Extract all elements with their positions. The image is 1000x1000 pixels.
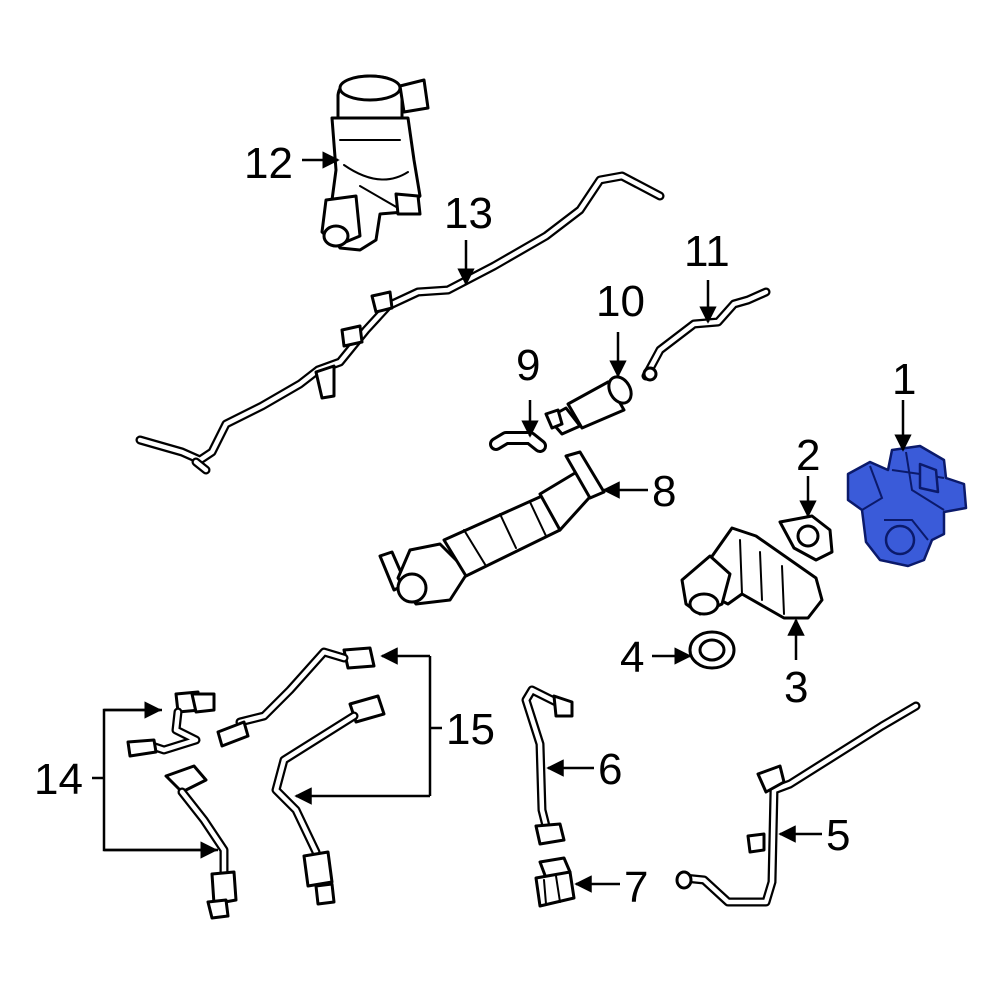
- part-13-air-tube[interactable]: [135, 171, 665, 475]
- callout-10: 10: [596, 277, 645, 326]
- callout-14: 14: [34, 755, 83, 804]
- callout-6: 6: [598, 745, 622, 794]
- callout-13: 13: [444, 189, 493, 238]
- part-5-temp-sensor[interactable]: [675, 701, 921, 907]
- callout-labels: 1 2 3 4 5 6 7 8 9 10 11 12 13 14 15: [34, 139, 916, 912]
- part-6-sensor-tube[interactable]: [521, 685, 574, 846]
- part-10-check-valve[interactable]: [544, 373, 636, 436]
- callout-5: 5: [826, 811, 850, 860]
- callout-3: 3: [784, 663, 808, 712]
- part-14-oxygen-sensors[interactable]: [126, 690, 238, 920]
- part-3-egr-tube[interactable]: [680, 526, 824, 620]
- part-12-air-pump[interactable]: [320, 74, 430, 252]
- part-9-hose[interactable]: [489, 431, 547, 453]
- callout-9: 9: [516, 341, 540, 390]
- callout-leaders: [92, 151, 912, 893]
- callout-1: 1: [892, 355, 916, 404]
- part-1-egr-valve[interactable]: [846, 444, 968, 568]
- part-7-fitting[interactable]: [534, 856, 576, 908]
- callout-4: 4: [620, 633, 644, 682]
- part-2-gasket[interactable]: [778, 514, 834, 562]
- callout-15: 15: [446, 705, 495, 754]
- callout-11: 11: [684, 227, 730, 276]
- part-11-tube[interactable]: [641, 287, 771, 382]
- part-4-o-ring[interactable]: [688, 630, 736, 670]
- callout-2: 2: [796, 431, 820, 480]
- callout-8: 8: [652, 467, 676, 516]
- part-8-egr-cooler[interactable]: [378, 450, 606, 606]
- callout-12: 12: [244, 139, 293, 188]
- callout-7: 7: [624, 863, 648, 912]
- part-15-oxygen-sensors[interactable]: [216, 646, 386, 906]
